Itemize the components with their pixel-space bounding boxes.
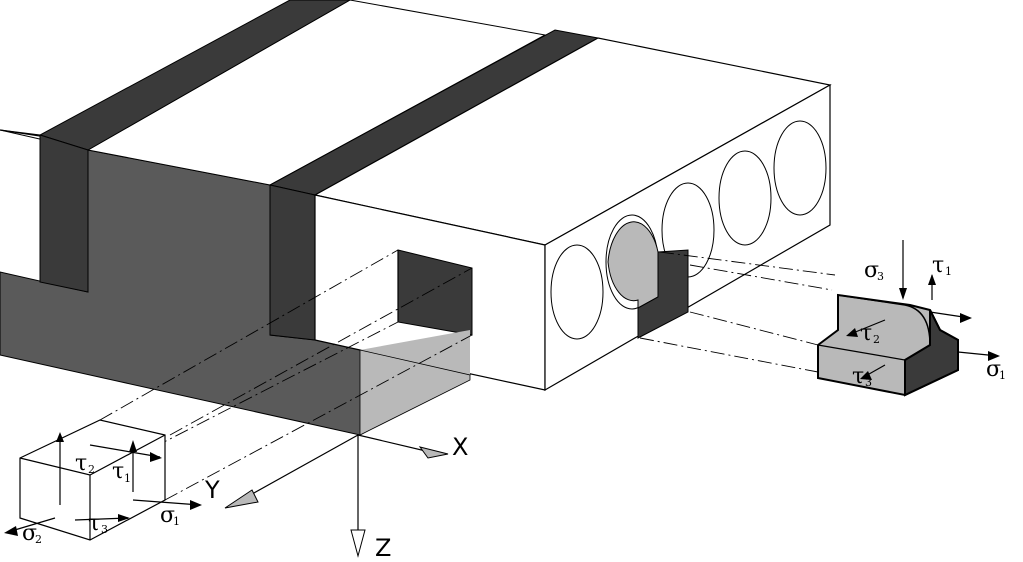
left-tau3-subscript: 3	[101, 523, 108, 536]
right-tau3-subscript: 3	[865, 376, 872, 389]
right-sigma1-subscript: 1	[999, 369, 1006, 382]
left-tau3-symbol: τ	[88, 511, 100, 536]
x-axis-arrow	[418, 446, 449, 459]
right-tau2-subscript: 2	[873, 333, 880, 346]
left-sigma2-subscript: 2	[35, 533, 42, 546]
hollow-core-4	[718, 150, 772, 246]
end-face-section-light	[607, 221, 659, 309]
y-axis-label: Y	[204, 476, 220, 504]
left-tau2-symbol: τ	[75, 451, 87, 476]
y-axis-arrow	[224, 489, 259, 509]
dark-band-left-side	[39, 134, 89, 293]
right-stress-element	[817, 240, 1000, 397]
hollow-core-5	[773, 120, 827, 216]
slab-end-face	[544, 83, 831, 392]
projection-line-2	[169, 267, 473, 436]
left-slab-top-edge	[0, 129, 41, 137]
lower-light-section	[359, 349, 471, 436]
projection-line-5	[689, 264, 833, 291]
x-axis-line	[357, 434, 431, 453]
projection-line-6	[689, 311, 819, 346]
y-axis-line	[244, 434, 359, 499]
left-sigma2-symbol: σ	[22, 521, 37, 546]
x-axis-label: X	[452, 433, 468, 461]
left-stress-element	[4, 419, 202, 541]
hollow-core-1	[550, 244, 604, 340]
left-sigma1-symbol: σ	[160, 503, 175, 528]
left-tau1-subscript: 1	[124, 472, 131, 485]
end-face-section-dark	[637, 249, 689, 339]
right-tau2-symbol: τ	[860, 321, 872, 346]
projection-line-7	[639, 337, 819, 373]
projection-line-1	[99, 249, 399, 421]
projection-line-8	[659, 251, 836, 276]
left-sigma1-subscript: 1	[173, 515, 180, 528]
projection-line-3	[164, 334, 473, 501]
right-sigma3-subscript: 3	[877, 270, 884, 283]
front-cutout-light	[360, 330, 470, 375]
z-axis-label: Z	[375, 534, 391, 562]
left-tau2-subscript: 2	[88, 463, 95, 476]
right-sigma1-symbol: σ	[986, 357, 1001, 382]
right-tau1-subscript: 1	[945, 265, 952, 278]
right-sigma3-symbol: σ	[864, 258, 879, 283]
z-axis-arrow	[350, 529, 366, 558]
right-tau1-symbol: τ	[932, 253, 944, 278]
dark-band-middle-side	[269, 184, 316, 341]
right-tau3-symbol: τ	[852, 364, 864, 389]
left-tau1-symbol: τ	[112, 459, 124, 484]
